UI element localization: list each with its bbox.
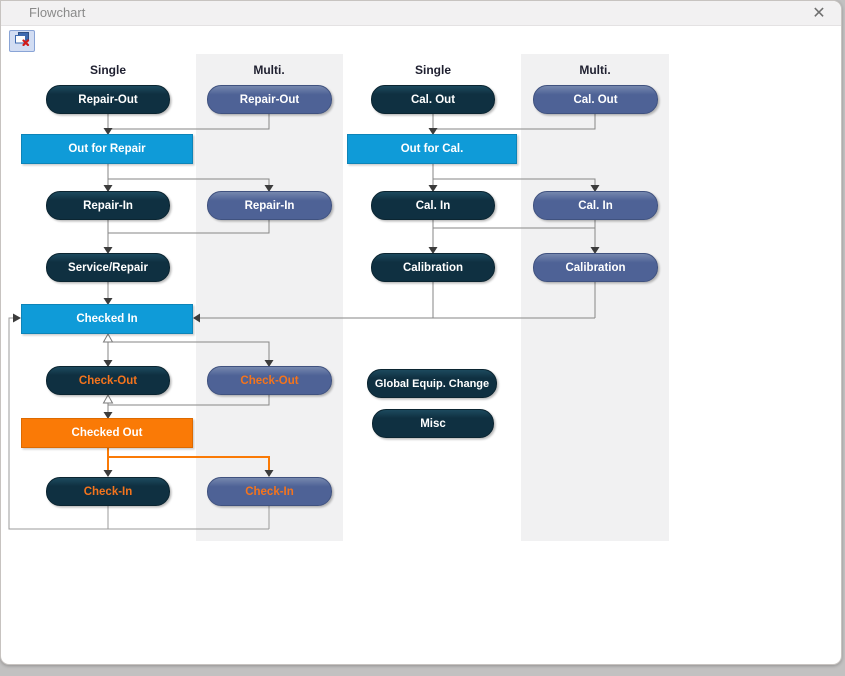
node-check-out-multi[interactable]: Check-Out bbox=[207, 366, 332, 395]
node-global-equip-change[interactable]: Global Equip. Change bbox=[367, 369, 497, 398]
node-out-for-repair[interactable]: Out for Repair bbox=[21, 134, 193, 164]
lane-header-multi-cal: Multi. bbox=[579, 63, 611, 77]
node-cal-out-multi[interactable]: Cal. Out bbox=[533, 85, 658, 114]
multi-lane-band-repair bbox=[196, 54, 343, 541]
lane-header-single-repair: Single bbox=[89, 63, 126, 77]
lane-header-multi-repair: Multi. bbox=[253, 63, 285, 77]
window-title: Flowchart bbox=[29, 5, 86, 20]
node-repair-in-multi[interactable]: Repair-In bbox=[207, 191, 332, 220]
close-flowchart-button[interactable] bbox=[9, 30, 35, 52]
node-misc[interactable]: Misc bbox=[372, 409, 494, 438]
close-flowchart-window-icon bbox=[14, 31, 30, 51]
multi-lane-band-cal bbox=[521, 54, 669, 541]
node-repair-in-single[interactable]: Repair-In bbox=[46, 191, 170, 220]
node-cal-in-single[interactable]: Cal. In bbox=[371, 191, 495, 220]
node-check-out-single[interactable]: Check-Out bbox=[46, 366, 170, 395]
node-cal-out-single[interactable]: Cal. Out bbox=[371, 85, 495, 114]
close-icon[interactable]: ✕ bbox=[812, 5, 826, 22]
node-check-in-multi[interactable]: Check-In bbox=[207, 477, 332, 506]
node-repair-out-multi[interactable]: Repair-Out bbox=[207, 85, 332, 114]
lane-header-single-cal: Single bbox=[414, 63, 451, 77]
node-cal-in-multi[interactable]: Cal. In bbox=[533, 191, 658, 220]
node-calibration-single[interactable]: Calibration bbox=[371, 253, 495, 282]
node-repair-out-single[interactable]: Repair-Out bbox=[46, 85, 170, 114]
node-checked-in[interactable]: Checked In bbox=[21, 304, 193, 334]
node-calibration-multi[interactable]: Calibration bbox=[533, 253, 658, 282]
node-checked-out[interactable]: Checked Out bbox=[21, 418, 193, 448]
node-service-repair[interactable]: Service/Repair bbox=[46, 253, 170, 282]
node-check-in-single[interactable]: Check-In bbox=[46, 477, 170, 506]
node-out-for-cal[interactable]: Out for Cal. bbox=[347, 134, 517, 164]
title-bar: Flowchart ✕ bbox=[1, 1, 841, 26]
